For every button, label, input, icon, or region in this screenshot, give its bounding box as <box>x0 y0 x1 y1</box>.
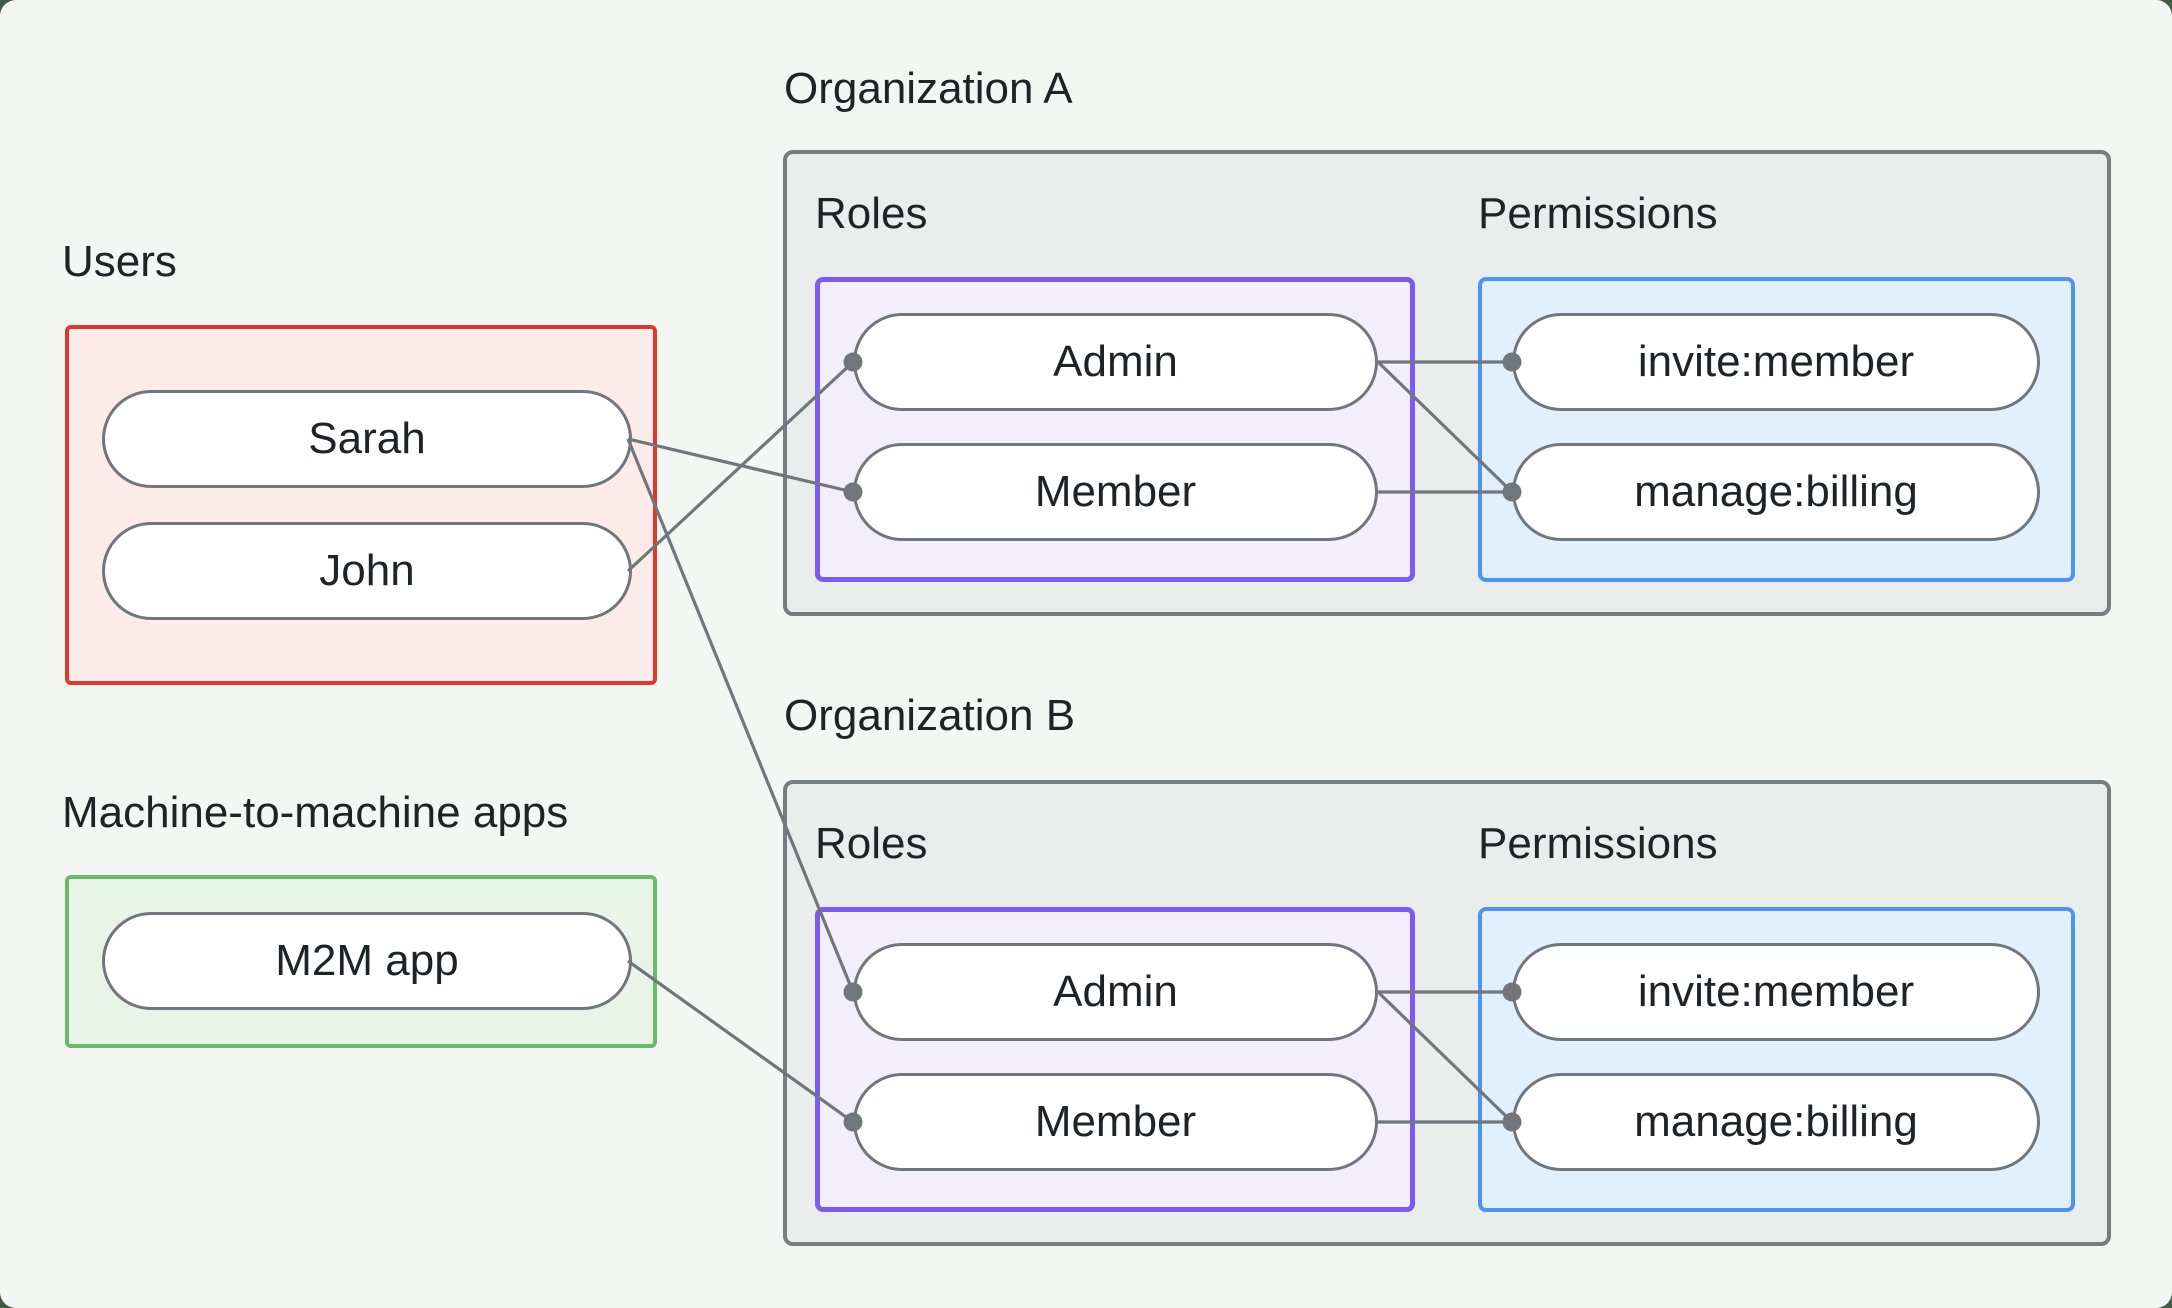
node-org-b-invite-member: invite:member <box>1512 943 2040 1041</box>
users-group-label: Users <box>62 237 177 286</box>
org-a-roles-label: Roles <box>815 189 928 238</box>
node-org-a-member: Member <box>853 443 1378 541</box>
m2m-group-label: Machine-to-machine apps <box>62 788 569 837</box>
org-b-title: Organization B <box>784 691 1076 740</box>
node-org-b-manage-billing: manage:billing <box>1512 1073 2040 1171</box>
node-user-sarah: Sarah <box>102 390 632 488</box>
node-user-john: John <box>102 522 632 620</box>
node-org-a-manage-billing: manage:billing <box>1512 443 2040 541</box>
node-org-a-invite-member-label: invite:member <box>1637 337 1915 386</box>
node-org-a-admin-label: Admin <box>1053 337 1178 386</box>
org-a-permissions-label: Permissions <box>1478 189 1718 238</box>
node-user-sarah-label: Sarah <box>308 414 426 463</box>
node-org-a-admin: Admin <box>853 313 1378 411</box>
m2m-group-box: M2M app <box>65 875 657 1048</box>
org-b-permissions-label: Permissions <box>1478 819 1718 868</box>
node-user-john-label: John <box>319 546 415 595</box>
users-group-box: Sarah John <box>65 325 657 685</box>
node-org-a-invite-member: invite:member <box>1512 313 2040 411</box>
node-org-b-manage-billing-label: manage:billing <box>1634 1097 1918 1146</box>
node-m2m-app: M2M app <box>102 912 632 1010</box>
node-org-a-manage-billing-label: manage:billing <box>1634 467 1918 516</box>
org-a-title: Organization A <box>784 64 1073 113</box>
node-org-b-member-label: Member <box>1034 1097 1197 1146</box>
node-org-b-invite-member-label: invite:member <box>1637 967 1915 1016</box>
node-org-b-admin: Admin <box>853 943 1378 1041</box>
org-b-roles-label: Roles <box>815 819 928 868</box>
node-org-b-admin-label: Admin <box>1053 967 1178 1016</box>
node-org-b-member: Member <box>853 1073 1378 1171</box>
node-m2m-app-label: M2M app <box>275 936 459 985</box>
node-org-a-member-label: Member <box>1034 467 1197 516</box>
